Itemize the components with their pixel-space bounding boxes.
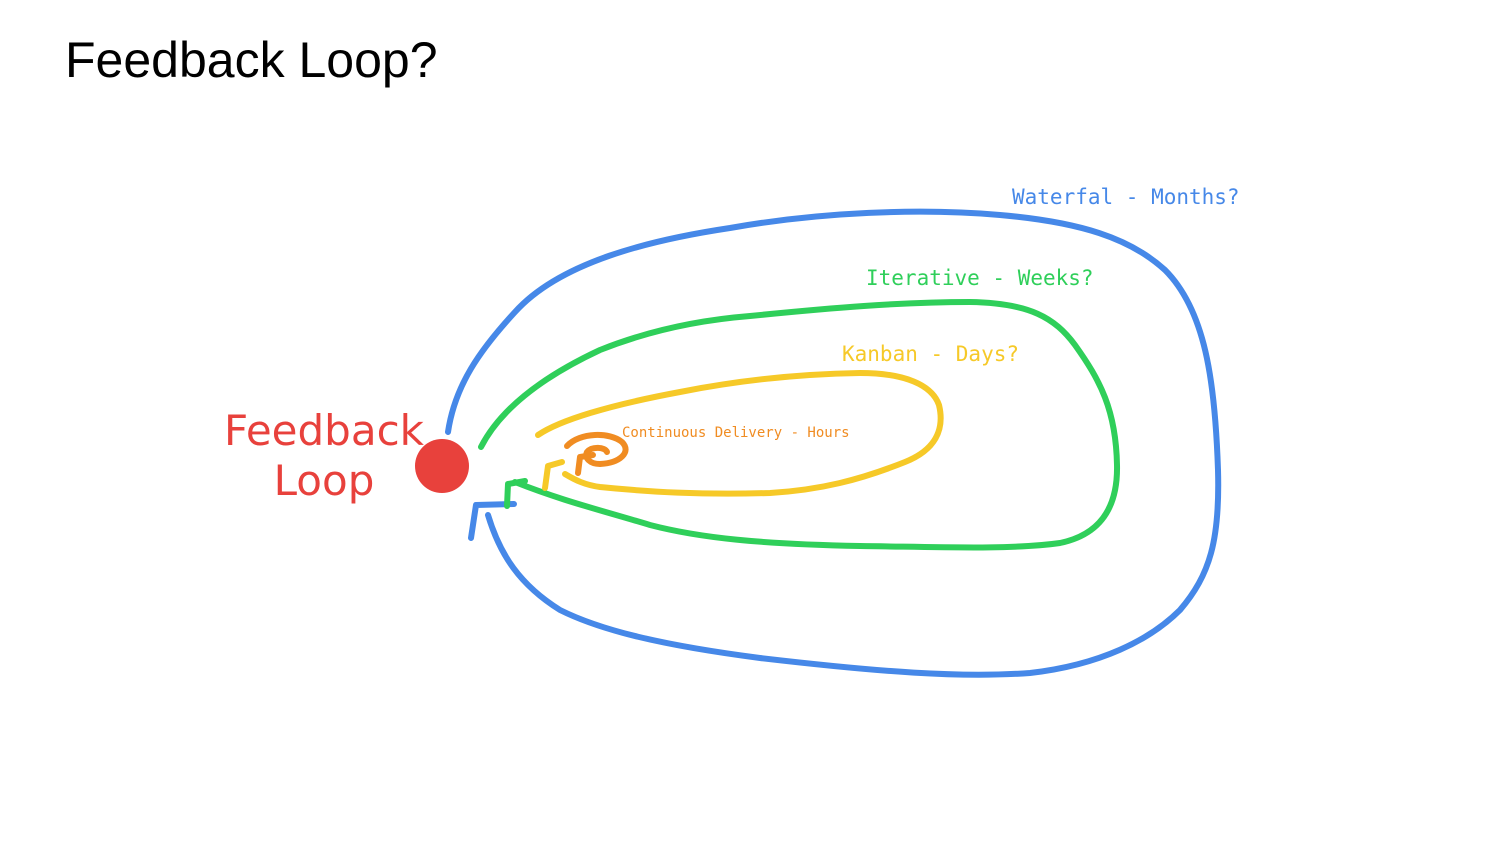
center-label-line1: Feedback [224, 406, 425, 455]
waterfall-loop-path [445, 208, 1222, 678]
kanban-label: Kanban - Days? [842, 342, 1019, 366]
kanban-loop [535, 370, 944, 497]
feedback-center-dot [415, 439, 469, 493]
kanban-arrowhead [542, 459, 565, 491]
waterfall-arrowhead [468, 501, 517, 541]
waterfall-loop [445, 208, 1222, 678]
continuous-delivery-loop-path [564, 431, 629, 467]
iterative-loop-path [478, 299, 1121, 551]
iterative-arrowhead [504, 478, 528, 509]
iterative-label: Iterative - Weeks? [866, 266, 1094, 290]
continuous-delivery-arrowhead [575, 452, 596, 476]
continuous-delivery-loop [564, 431, 629, 476]
continuous-delivery-label: Continuous Delivery - Hours [622, 425, 850, 441]
iterative-loop [478, 299, 1121, 551]
center-label-line2: Loop [274, 456, 375, 505]
kanban-loop-path [535, 370, 944, 497]
waterfall-label: Waterfal - Months? [1012, 185, 1240, 209]
slide-title: Feedback Loop? [65, 32, 438, 88]
